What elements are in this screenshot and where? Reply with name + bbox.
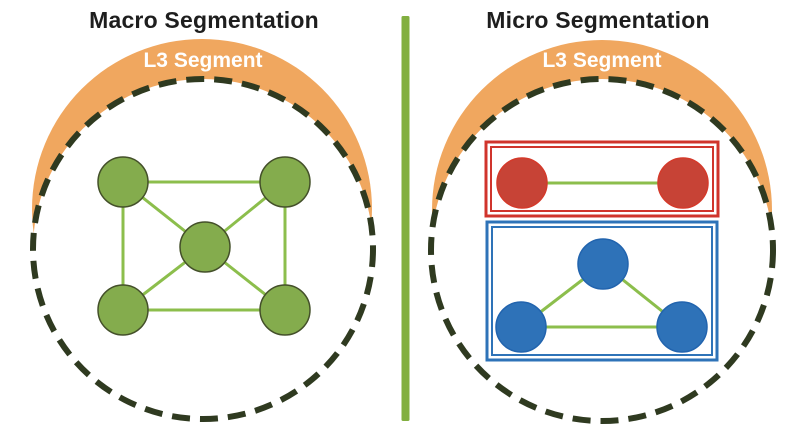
micro-title: Micro Segmentation [486,7,710,33]
red-segment-node [657,157,709,209]
red-segment-node [496,157,548,209]
macro-host-node [97,156,149,208]
macro-host-node [259,284,311,336]
blue-segment-node [495,301,547,353]
macro-host-node [97,284,149,336]
macro-host-node [259,156,311,208]
blue-segment-node [577,238,629,290]
blue-segment-box-outer [485,220,719,362]
red-segment-box-inner [490,146,714,212]
macro-title: Macro Segmentation [89,7,319,33]
macro-host-node [179,221,231,273]
blue-segment-node [656,301,708,353]
macro-l3-segment-label: L3 Segment [143,49,263,72]
red-segment-box-outer [484,140,720,218]
panel-divider [401,16,410,421]
blue-segment-box-inner [491,226,713,356]
micro-l3-segment-label: L3 Segment [542,49,662,72]
